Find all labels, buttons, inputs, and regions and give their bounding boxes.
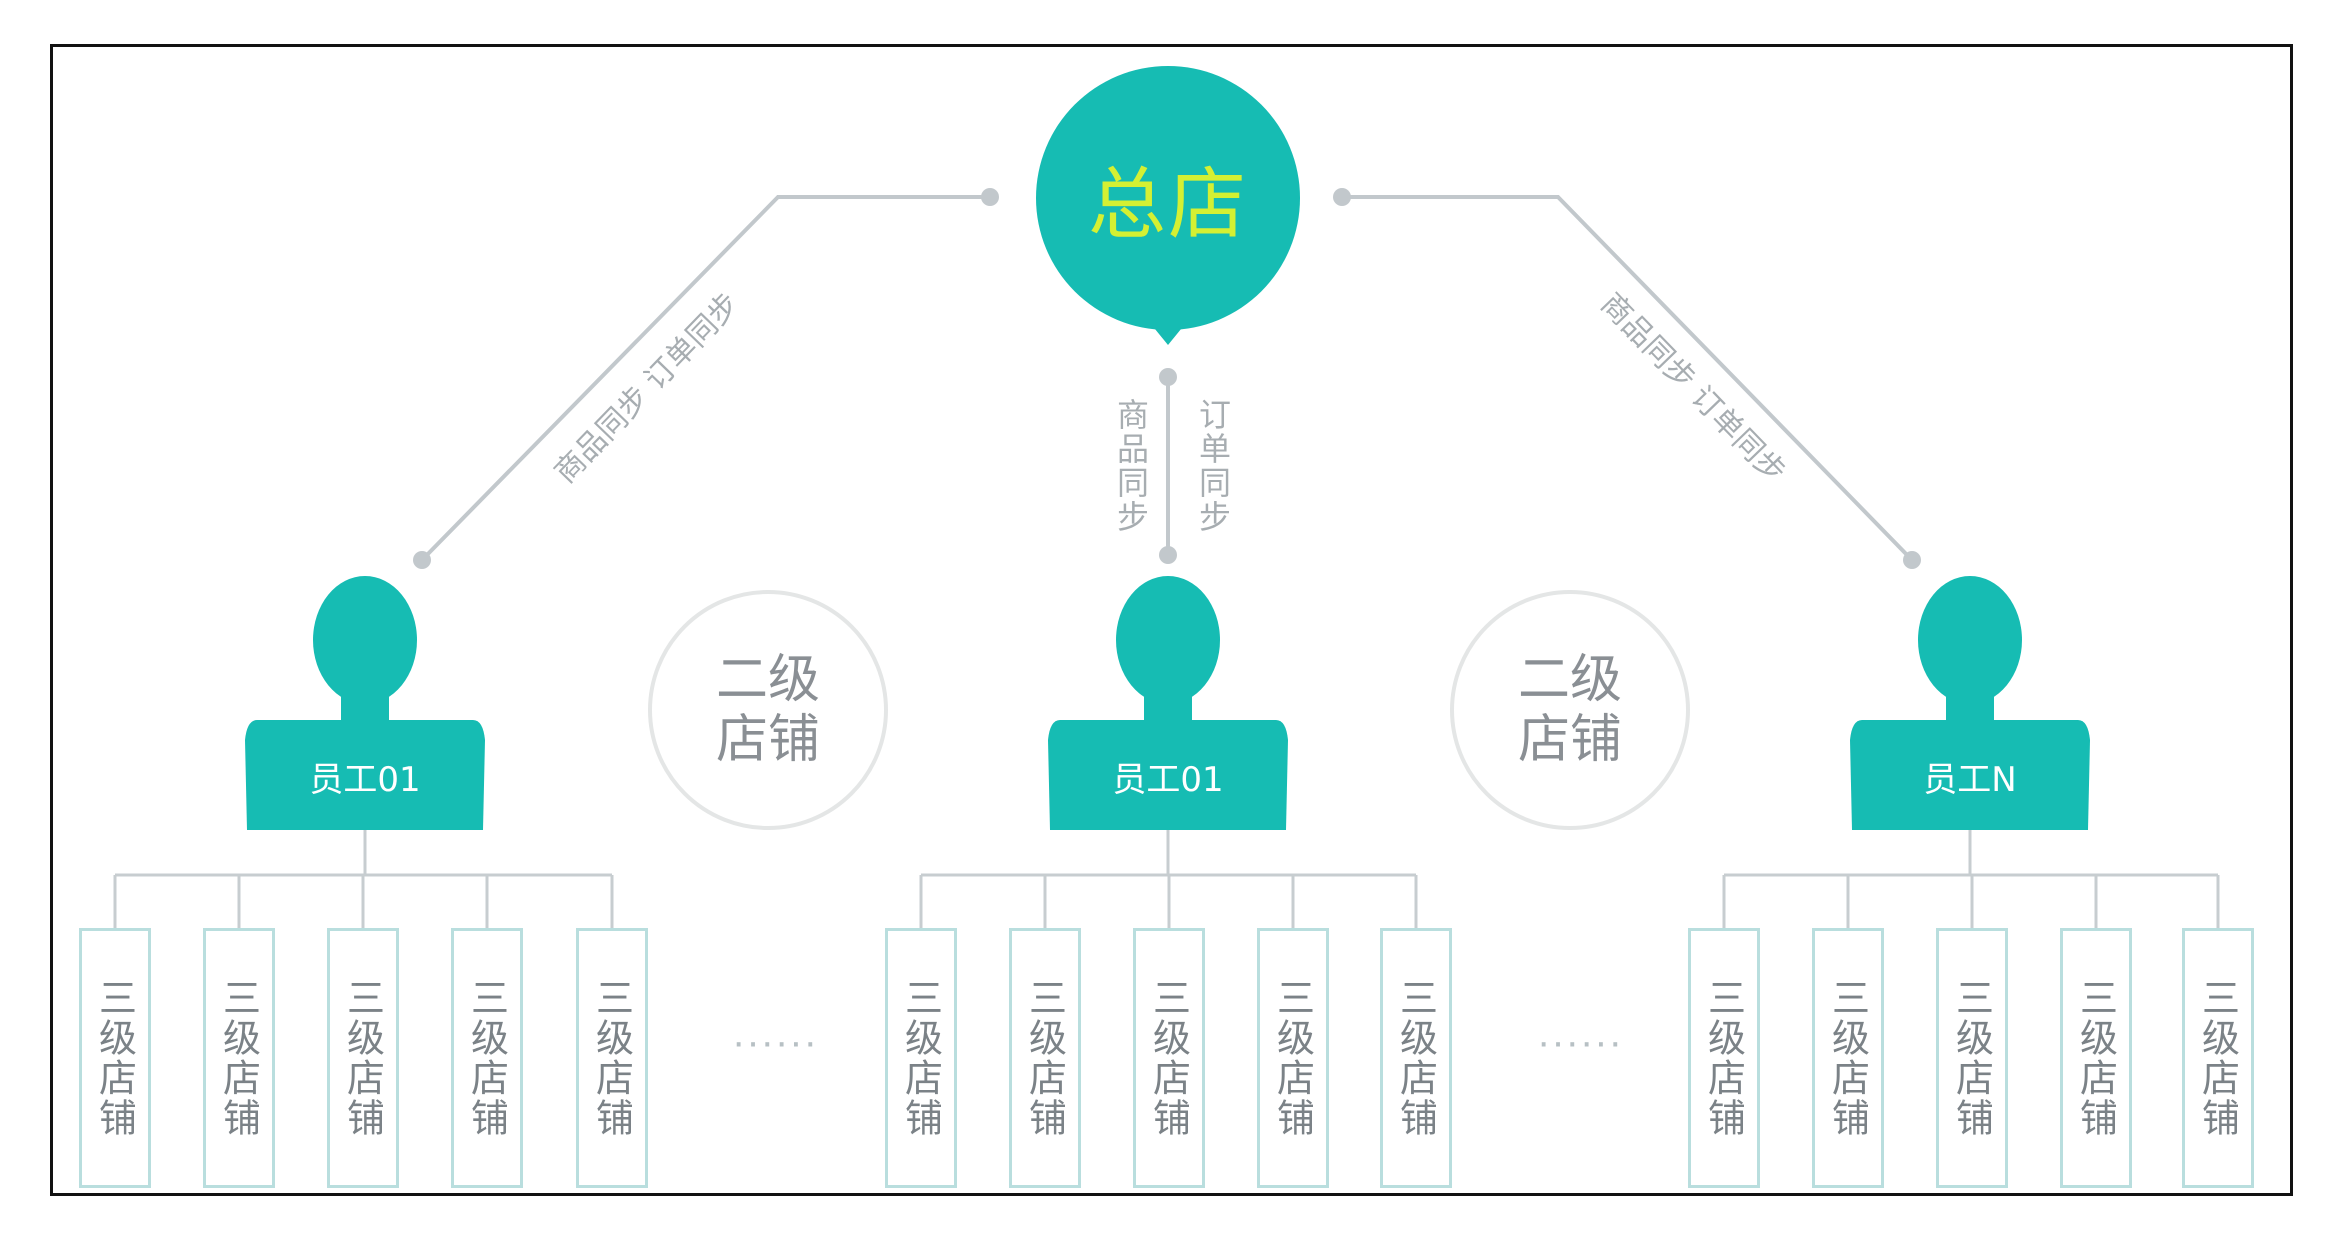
link-label-right: 商品同步 订单同步 — [1594, 286, 1793, 490]
tertiary-store: 三级店铺 — [327, 928, 399, 1188]
link-dot-center-top — [1159, 368, 1177, 386]
secondary-store-node: 二级 店铺 — [648, 590, 888, 830]
tertiary-store-label: 三级店铺 — [589, 978, 634, 1138]
tertiary-store-label: 三级店铺 — [92, 978, 137, 1138]
headquarters-node: 总店 — [1036, 66, 1300, 330]
secondary-store-label: 二级 — [1517, 650, 1622, 710]
tertiary-store: 三级店铺 — [576, 928, 648, 1188]
tertiary-store-label: 三级店铺 — [2195, 978, 2240, 1138]
secondary-store-label: 二级 — [715, 650, 820, 710]
link-label-center-right: 订单同步 — [1194, 398, 1232, 534]
link-label-center-left: 商品同步 — [1112, 398, 1150, 534]
tertiary-store-label: 三级店铺 — [1825, 978, 1870, 1138]
employee-label: 员工01 — [1112, 760, 1224, 800]
link-line-right — [1342, 195, 1914, 562]
tertiary-store-label: 三级店铺 — [216, 978, 261, 1138]
tertiary-store: 三级店铺 — [1688, 928, 1760, 1188]
tertiary-store: 三级店铺 — [1380, 928, 1452, 1188]
secondary-store-label: 店铺 — [1517, 710, 1622, 770]
link-line-left — [420, 195, 990, 562]
secondary-store-label: 店铺 — [715, 710, 820, 770]
tertiary-store: 三级店铺 — [451, 928, 523, 1188]
ellipsis: ······ — [732, 1020, 818, 1064]
tertiary-store-label: 三级店铺 — [340, 978, 385, 1138]
tertiary-store: 三级店铺 — [1257, 928, 1329, 1188]
tertiary-store: 三级店铺 — [79, 928, 151, 1188]
person-icon — [245, 576, 485, 830]
tertiary-store-label: 三级店铺 — [464, 978, 509, 1138]
ellipsis: ······ — [1537, 1020, 1623, 1064]
tertiary-store: 三级店铺 — [1133, 928, 1205, 1188]
link-dot-center-bottom — [1159, 546, 1177, 564]
tertiary-store: 三级店铺 — [885, 928, 957, 1188]
tertiary-store: 三级店铺 — [203, 928, 275, 1188]
person-icon — [1850, 576, 2090, 830]
tertiary-store-label: 三级店铺 — [1270, 978, 1315, 1138]
headquarters-label: 总店 — [1087, 160, 1248, 250]
person-icon — [1048, 576, 1288, 830]
link-dot-left-top — [981, 188, 999, 206]
employee-label: 员工N — [1923, 760, 2017, 800]
tertiary-store: 三级店铺 — [2182, 928, 2254, 1188]
secondary-store-node: 二级 店铺 — [1450, 590, 1690, 830]
tertiary-store: 三级店铺 — [1812, 928, 1884, 1188]
link-dot-left-bottom — [413, 551, 431, 569]
tertiary-store: 三级店铺 — [2060, 928, 2132, 1188]
link-dot-right-top — [1333, 188, 1351, 206]
tertiary-store-label: 三级店铺 — [2073, 978, 2118, 1138]
tertiary-store-label: 三级店铺 — [1949, 978, 1994, 1138]
link-dot-right-bottom — [1903, 551, 1921, 569]
employee-label: 员工01 — [309, 760, 421, 800]
tertiary-store: 三级店铺 — [1009, 928, 1081, 1188]
tertiary-store-label: 三级店铺 — [1393, 978, 1438, 1138]
tertiary-store-label: 三级店铺 — [1701, 978, 1746, 1138]
tertiary-store-label: 三级店铺 — [1022, 978, 1067, 1138]
tertiary-store: 三级店铺 — [1936, 928, 2008, 1188]
link-label-left: 商品同步 订单同步 — [548, 286, 747, 490]
tertiary-store-label: 三级店铺 — [1146, 978, 1191, 1138]
tertiary-store-label: 三级店铺 — [898, 978, 943, 1138]
